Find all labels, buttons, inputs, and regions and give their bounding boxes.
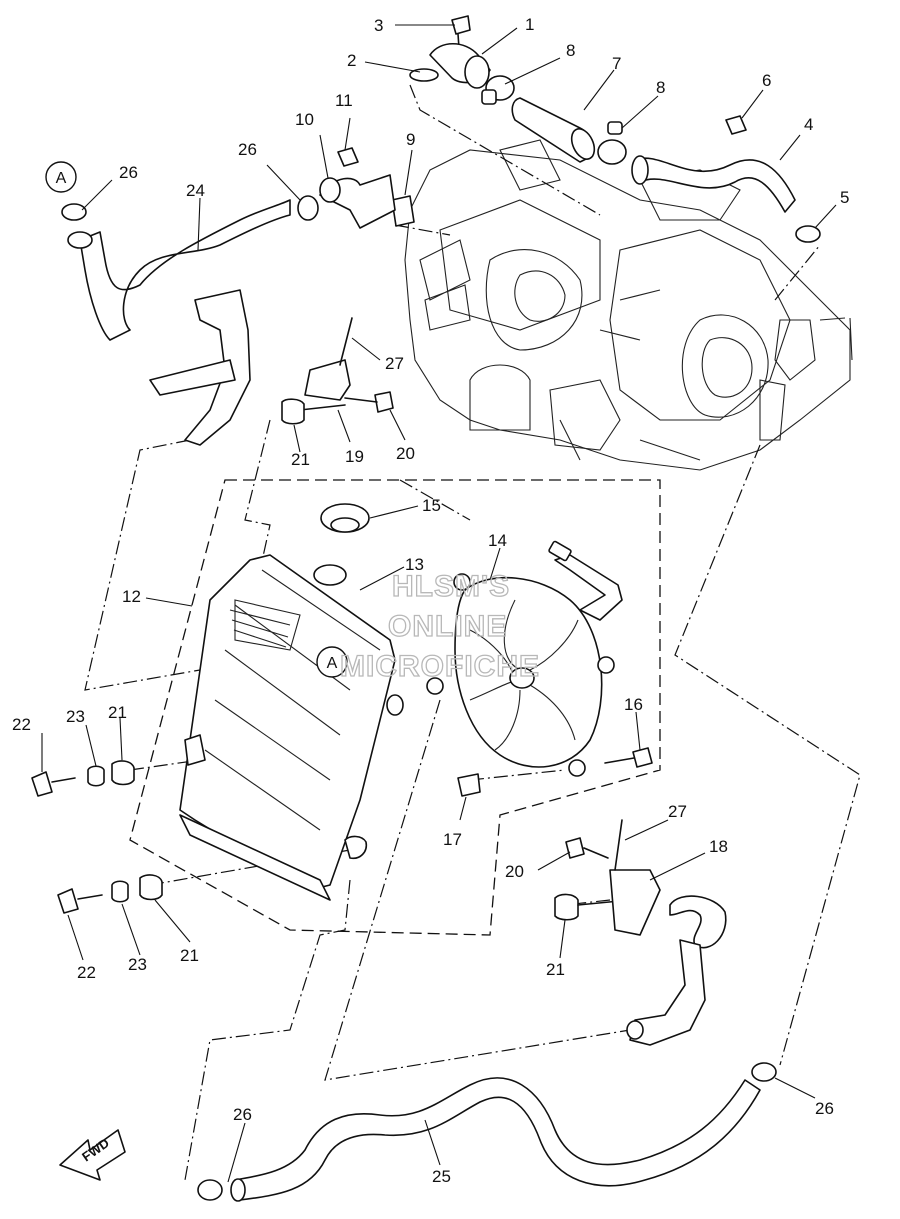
callout-7: 7 — [612, 54, 621, 73]
leader-lines — [41, 24, 837, 1183]
callout-23b: 23 — [128, 955, 147, 974]
callout-26d: 26 — [815, 1099, 834, 1118]
lower-bracket — [554, 819, 727, 1046]
ref-marker-radiator: A — [316, 646, 348, 678]
watermark-line-2: ONLINE — [388, 610, 507, 643]
callout-16: 16 — [624, 695, 643, 714]
callout-5: 5 — [840, 188, 849, 207]
callout-4: 4 — [804, 115, 813, 134]
callout-10: 10 — [295, 110, 314, 129]
callout-25: 25 — [432, 1167, 451, 1186]
ref-marker-top-label: A — [56, 170, 67, 187]
fan-assembly — [426, 540, 653, 797]
left-mount-hardware — [31, 760, 163, 914]
callout-22b: 22 — [77, 963, 96, 982]
watermark-line-3: MICROFICHE — [340, 650, 540, 683]
callout-numbers: 1 2 3 4 5 6 7 8 8 9 10 11 12 13 14 15 16… — [12, 15, 849, 1186]
callout-27b: 27 — [668, 802, 687, 821]
lower-hose — [197, 1062, 777, 1202]
callout-6: 6 — [762, 71, 771, 90]
callout-21a: 21 — [291, 450, 310, 469]
radiator — [179, 503, 404, 901]
ref-marker-top: A — [45, 161, 77, 193]
callout-8a: 8 — [566, 41, 575, 60]
callout-24: 24 — [186, 181, 205, 200]
callout-27a: 27 — [385, 354, 404, 373]
callout-9: 9 — [406, 130, 415, 149]
callout-17: 17 — [443, 830, 462, 849]
callout-2: 2 — [347, 51, 356, 70]
watermark: HLSM'S ONLINE MICROFICHE — [339, 569, 540, 683]
callout-3: 3 — [374, 16, 383, 35]
ref-marker-radiator-label: A — [327, 655, 338, 672]
callout-14: 14 — [488, 531, 507, 550]
watermark-line-1: HLSM'S — [392, 570, 510, 603]
callout-11: 11 — [335, 91, 353, 110]
callout-21d: 21 — [546, 960, 565, 979]
callout-19: 19 — [345, 447, 364, 466]
upper-bracket — [149, 289, 394, 446]
callout-12: 12 — [122, 587, 141, 606]
callout-26c: 26 — [233, 1105, 252, 1124]
callout-21b: 21 — [108, 703, 127, 722]
callout-21c: 21 — [180, 946, 199, 965]
callout-18: 18 — [709, 837, 728, 856]
thermostat-outlet-assembly — [61, 15, 821, 341]
callout-13: 13 — [405, 555, 424, 574]
callout-20a: 20 — [396, 444, 415, 463]
callout-1: 1 — [525, 15, 534, 34]
callout-22a: 22 — [12, 715, 31, 734]
callout-8b: 8 — [656, 78, 665, 97]
callout-20b: 20 — [505, 862, 524, 881]
callout-26b: 26 — [238, 140, 257, 159]
callout-26a: 26 — [119, 163, 138, 182]
callout-23a: 23 — [66, 707, 85, 726]
callout-15: 15 — [422, 496, 441, 515]
forward-direction-arrow: FWD — [59, 1129, 126, 1181]
